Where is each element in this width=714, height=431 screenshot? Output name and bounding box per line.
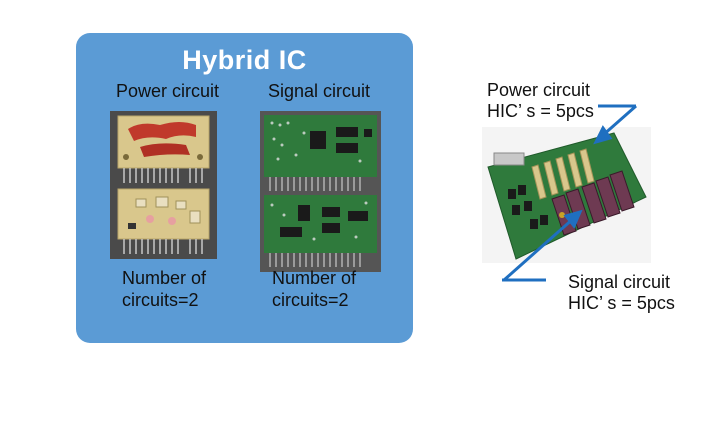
signal-circuit-heading: Signal circuit: [268, 81, 371, 101]
power-circuit-photo: [110, 111, 217, 259]
power-count-line1: Number of: [122, 268, 207, 288]
signal-callout-line1: Signal circuit: [568, 272, 671, 292]
signal-count-line2: circuits=2: [272, 290, 349, 310]
signal-arrow-shaft: [503, 216, 575, 282]
signal-circuit-count: Number of circuits=2: [272, 267, 356, 311]
power-circuit-heading: Power circuit: [116, 81, 220, 101]
power-count-line2: circuits=2: [122, 290, 199, 310]
signal-callout-line2: HIC’ s = 5pcs: [568, 293, 675, 313]
system-board-photo: [482, 127, 651, 263]
power-callout-line1: Power circuit: [487, 80, 591, 100]
power-arrow-head: [593, 125, 613, 145]
panel-title: Hybrid IC: [182, 45, 307, 75]
hybrid-ic-panel: Hybrid IC Power circuit Signal circuit: [76, 33, 413, 343]
power-callout: Power circuit HIC’ s = 5pcs: [487, 80, 594, 122]
signal-circuit-photo: [260, 111, 381, 272]
signal-arrow-head: [563, 209, 583, 229]
signal-count-line1: Number of: [272, 268, 357, 288]
power-arrow-shaft: [601, 104, 637, 138]
signal-callout: Signal circuit HIC’ s = 5pcs: [568, 272, 675, 314]
power-callout-line2: HIC’ s = 5pcs: [487, 101, 594, 121]
power-circuit-count: Number of circuits=2: [122, 267, 206, 311]
